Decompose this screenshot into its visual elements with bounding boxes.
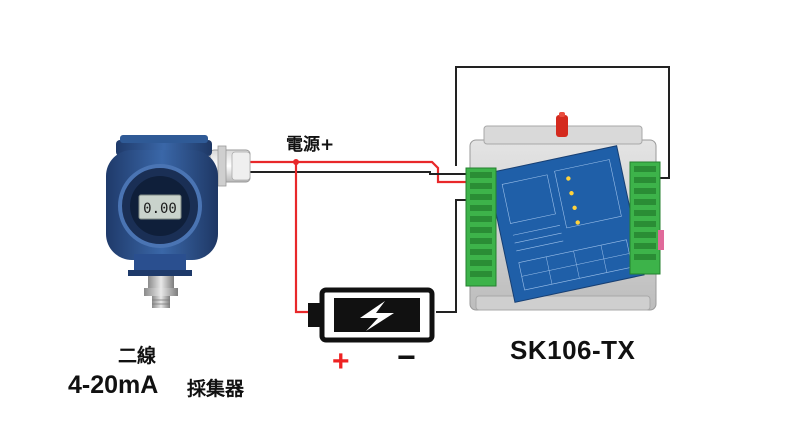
black-power-wire: [436, 199, 470, 313]
battery-plus-sign: +: [332, 345, 350, 378]
model-label: SK106-TX: [510, 335, 636, 365]
right-terminal-block: [629, 161, 664, 275]
battery-minus-sign: −: [397, 339, 416, 375]
battery-terminal-cap: [308, 303, 322, 327]
two-wire-label: 二線: [118, 345, 157, 367]
left-terminal-block: [465, 167, 497, 287]
lcd-reading: 0.00: [143, 201, 177, 217]
junction-dot: [293, 159, 299, 165]
battery: [308, 287, 435, 343]
threaded-fitting: [148, 276, 174, 290]
dip-switch: [658, 230, 664, 250]
black-signal-wire: [249, 171, 466, 175]
red-power-wire: [294, 162, 322, 314]
collector-label: 採集器: [187, 378, 245, 400]
wires: [249, 66, 670, 314]
antenna: [556, 115, 568, 137]
pressure-transmitter: 0.00: [106, 135, 251, 308]
current-range-label: 4-20mA: [68, 371, 159, 399]
power-plus-label: 電源+: [286, 135, 335, 155]
red-signal-wire: [249, 160, 466, 184]
lightning-bolt-icon: [360, 301, 394, 331]
lcd-display: [138, 194, 182, 220]
sk106-module: [465, 112, 664, 311]
